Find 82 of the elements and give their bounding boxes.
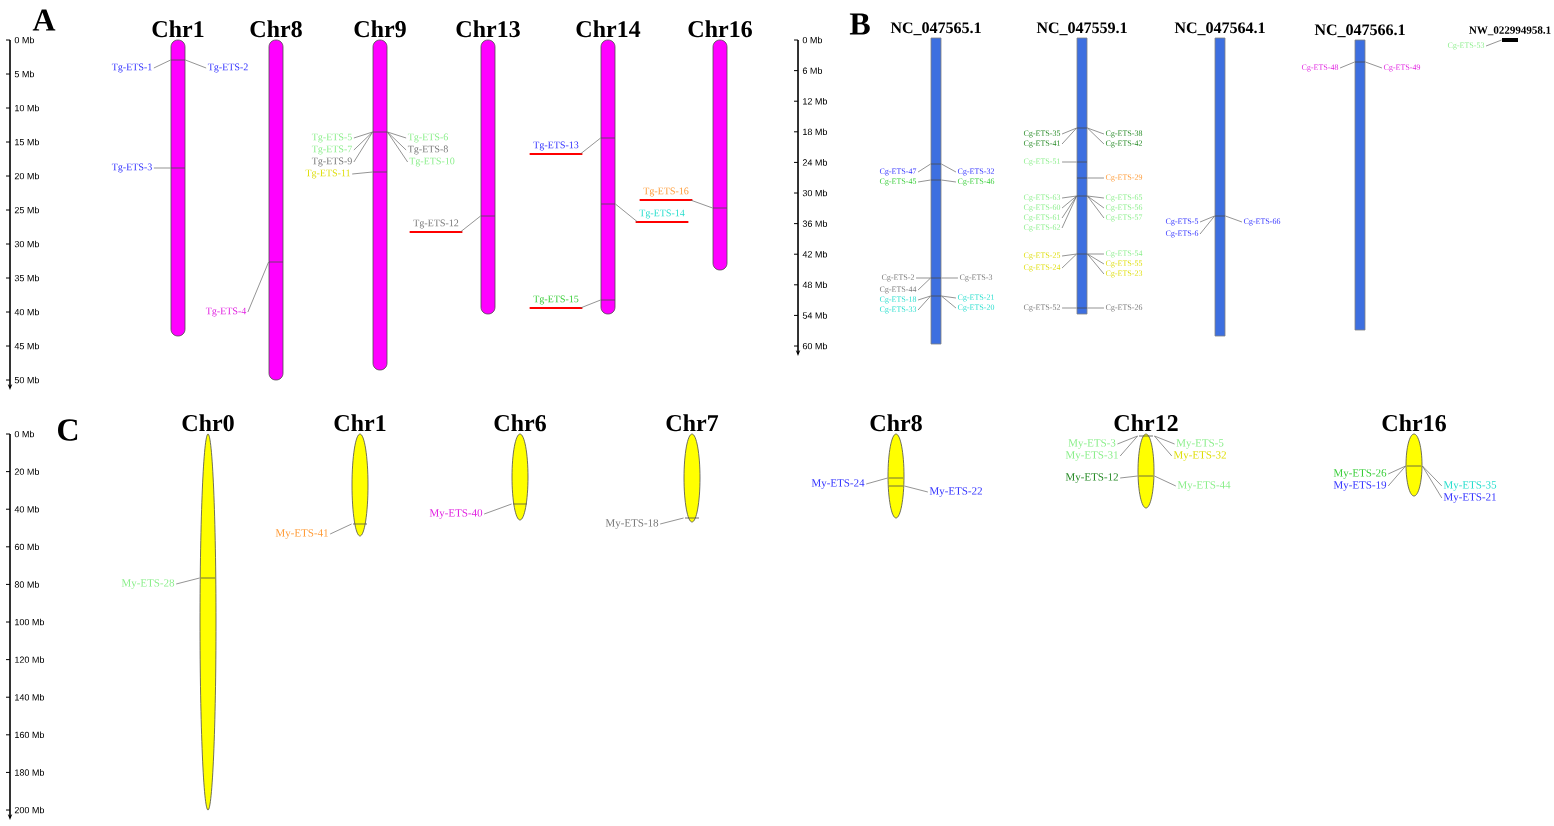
leader-line bbox=[247, 261, 269, 313]
leader-line bbox=[1087, 253, 1105, 265]
leader-line bbox=[1087, 195, 1105, 209]
leader-line bbox=[1117, 435, 1138, 445]
leader-line bbox=[690, 199, 713, 209]
leader-line bbox=[1087, 127, 1105, 135]
leader-line bbox=[1061, 161, 1077, 163]
leader-line bbox=[1225, 215, 1243, 223]
leader-line bbox=[387, 131, 407, 139]
panel-letter: B bbox=[849, 13, 870, 35]
leader-line bbox=[941, 163, 957, 173]
leader-line bbox=[1387, 465, 1406, 475]
leader-line bbox=[1422, 465, 1443, 499]
leader-line bbox=[917, 179, 931, 183]
leader-line bbox=[1119, 475, 1138, 479]
leader-line bbox=[615, 203, 638, 223]
leader-line bbox=[659, 517, 684, 525]
leader-line bbox=[1119, 435, 1138, 457]
panel-letter: A bbox=[32, 9, 56, 31]
leader-line bbox=[1087, 195, 1105, 219]
leader-line bbox=[865, 477, 888, 485]
leader-line bbox=[1061, 127, 1077, 135]
leader-line bbox=[917, 295, 931, 311]
leader-line bbox=[175, 577, 200, 585]
leader-line bbox=[353, 131, 373, 139]
leader-line bbox=[904, 485, 929, 493]
leader-line bbox=[1154, 435, 1173, 457]
leader-line bbox=[1061, 195, 1077, 199]
leader-line bbox=[1087, 307, 1105, 309]
leader-line bbox=[941, 295, 957, 309]
leader-line bbox=[917, 277, 931, 291]
leader-line bbox=[1154, 435, 1175, 445]
chromosome-bar: Chr9 bbox=[354, 20, 406, 371]
leader-line bbox=[387, 131, 408, 163]
leader-line bbox=[941, 179, 957, 183]
chromosome-bar: Chr0 bbox=[182, 414, 234, 811]
leader-line bbox=[329, 523, 352, 535]
leader-line bbox=[353, 131, 373, 163]
leader-line bbox=[1365, 61, 1383, 69]
chromosome-bar: Chr8 bbox=[870, 414, 922, 519]
leader-line bbox=[580, 137, 601, 155]
leader-line bbox=[460, 215, 481, 233]
leader-line bbox=[1061, 195, 1077, 229]
leader-line bbox=[1199, 215, 1215, 223]
leader-line bbox=[1061, 307, 1077, 309]
leader-line bbox=[1387, 465, 1406, 487]
leader-line bbox=[1061, 253, 1077, 257]
leader-line bbox=[153, 167, 171, 169]
leader-line bbox=[1485, 39, 1502, 47]
leader-line bbox=[1087, 177, 1105, 179]
chromosome-bar: Chr8 bbox=[250, 20, 302, 381]
leader-line bbox=[1061, 195, 1077, 219]
leader-line bbox=[941, 295, 957, 299]
chromosome-bar: Chr13 bbox=[456, 20, 520, 315]
leader-line bbox=[917, 295, 931, 301]
leader-line bbox=[351, 171, 373, 175]
leader-line bbox=[917, 163, 931, 173]
leader-line bbox=[915, 277, 931, 279]
leader-line bbox=[1087, 253, 1105, 275]
leader-line bbox=[483, 503, 512, 515]
leader-line bbox=[153, 59, 171, 69]
leader-line bbox=[580, 299, 601, 309]
leader-line bbox=[941, 277, 959, 279]
leader-line bbox=[1061, 127, 1077, 145]
panel-letter: C bbox=[58, 419, 78, 441]
chromosome-bar: Chr6 bbox=[494, 414, 546, 521]
leader-line bbox=[1199, 215, 1215, 235]
chromosome-bar: Chr16 bbox=[688, 20, 752, 271]
leader-line bbox=[1087, 195, 1105, 199]
leader-line bbox=[1154, 475, 1177, 487]
leader-line bbox=[1061, 253, 1077, 269]
leader-line bbox=[353, 131, 373, 151]
leader-line bbox=[185, 59, 207, 69]
leader-line bbox=[1087, 253, 1105, 255]
leader-line bbox=[1422, 465, 1443, 487]
leader-line bbox=[387, 131, 407, 151]
leader-line bbox=[1087, 127, 1105, 145]
chromosome-bar: Chr7 bbox=[666, 414, 719, 523]
chromosome-bar: Chr1 bbox=[152, 20, 204, 337]
leader-line bbox=[1339, 61, 1355, 69]
chromosome-bar: Chr1 bbox=[334, 414, 386, 537]
leader-line bbox=[1061, 195, 1077, 209]
